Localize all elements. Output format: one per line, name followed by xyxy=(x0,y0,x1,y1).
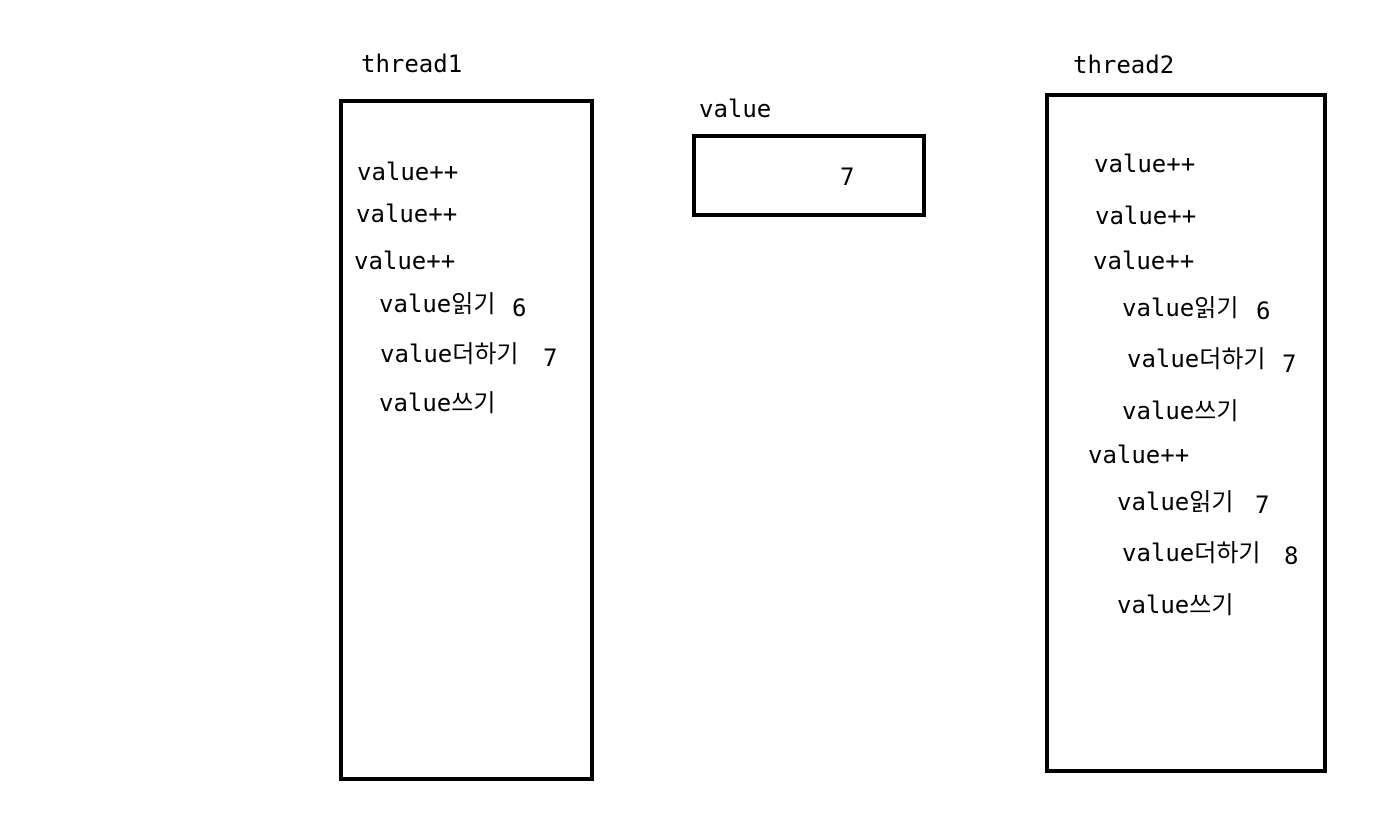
thread2-step-10: value쓰기 xyxy=(1117,591,1234,619)
thread2-box xyxy=(1045,93,1327,773)
thread2-step-3: value++ xyxy=(1093,247,1195,275)
value-title: value xyxy=(699,95,772,123)
value-box xyxy=(692,134,926,217)
thread1-step-5-value: 7 xyxy=(543,344,558,372)
thread2-title: thread2 xyxy=(1073,51,1175,79)
thread2-step-7: value++ xyxy=(1088,441,1190,469)
thread2-step-4: value읽기 xyxy=(1122,294,1239,322)
thread1-step-4: value읽기 xyxy=(379,290,496,318)
thread2-step-1: value++ xyxy=(1094,150,1196,178)
value-current: 7 xyxy=(840,163,855,191)
thread2-step-6: value쓰기 xyxy=(1122,397,1239,425)
thread1-step-3: value++ xyxy=(354,247,456,275)
thread1-step-4-value: 6 xyxy=(512,294,527,322)
thread1-step-1: value++ xyxy=(357,158,459,186)
thread2-step-8-value: 7 xyxy=(1255,491,1270,519)
thread2-step-4-value: 6 xyxy=(1256,297,1271,325)
thread2-step-8: value읽기 xyxy=(1117,488,1234,516)
thread1-step-2: value++ xyxy=(356,200,458,228)
thread2-step-5: value더하기 xyxy=(1127,345,1266,373)
thread1-step-6: value쓰기 xyxy=(379,389,496,417)
thread1-box xyxy=(339,99,594,781)
thread2-step-2: value++ xyxy=(1095,202,1197,230)
thread2-step-9: value더하기 xyxy=(1122,539,1261,567)
thread1-step-5: value더하기 xyxy=(380,340,519,368)
thread2-step-5-value: 7 xyxy=(1282,350,1297,378)
thread2-step-9-value: 8 xyxy=(1284,542,1299,570)
thread1-title: thread1 xyxy=(361,50,463,78)
